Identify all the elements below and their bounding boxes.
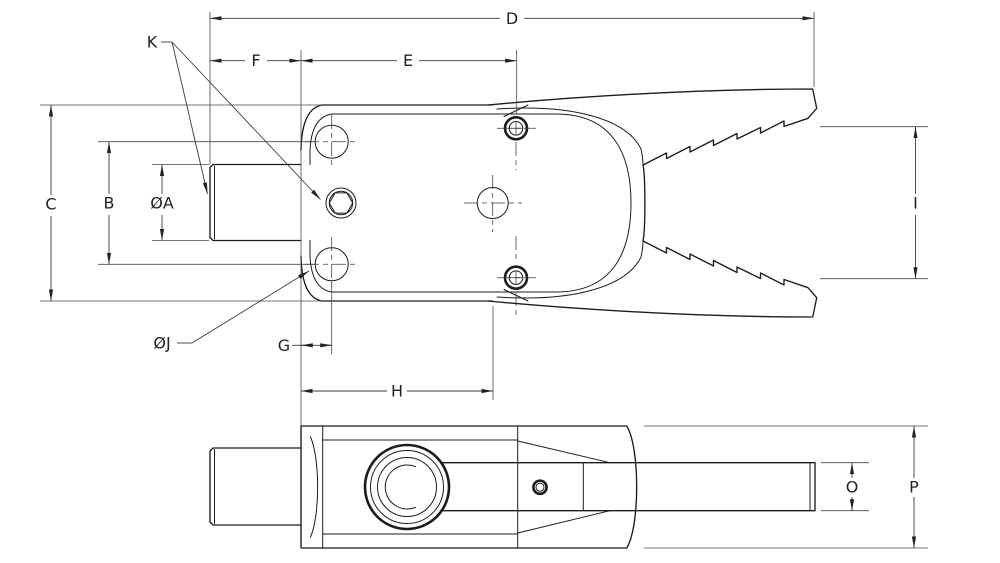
top-view-dimensions: D F E C B ØA I G H xyxy=(40,9,928,430)
dim-label-a-diameter: ØA xyxy=(150,194,174,213)
side-body-taper-lines xyxy=(517,440,611,534)
dim-label-o: O xyxy=(846,478,859,497)
dim-label-g: G xyxy=(278,336,290,355)
stud-outline xyxy=(209,163,302,242)
bottom-jaw-sweep-edge xyxy=(496,240,644,299)
dim-label-b: B xyxy=(104,194,115,213)
dim-label-i: I xyxy=(913,194,918,213)
bar-hole xyxy=(532,479,548,496)
side-extension-lines xyxy=(644,425,928,549)
top-view-centerlines xyxy=(305,115,536,318)
jaw-bar-root-arc xyxy=(384,464,416,510)
dim-label-h: H xyxy=(391,382,403,401)
dim-label-e: E xyxy=(403,51,413,70)
side-body-inner-lines xyxy=(322,439,519,535)
dim-label-d: D xyxy=(506,9,518,28)
top-jaw-sweep-edge xyxy=(496,107,644,166)
top-jaw-pivot-edge xyxy=(503,104,529,117)
side-view-dimensions: O P xyxy=(644,425,928,549)
extension-lines xyxy=(40,12,928,430)
plate-inner-left-arcs xyxy=(309,113,333,293)
dim-label-p: P xyxy=(909,478,919,497)
dim-label-j-diameter: ØJ xyxy=(153,334,170,353)
hex-socket-screw xyxy=(325,187,357,219)
plate-inner-right-arc xyxy=(555,113,632,293)
plate-outer-right-arc xyxy=(642,164,646,242)
jaw-bar-edges xyxy=(440,462,816,512)
dim-label-k: K xyxy=(147,33,158,52)
plate-left-corner-arcs xyxy=(300,104,323,302)
pivot-boss xyxy=(363,443,451,531)
side-body-outline xyxy=(300,425,638,549)
top-jaw-outline xyxy=(487,88,818,166)
side-stud-outline xyxy=(209,447,302,526)
side-body-left-cap-arc xyxy=(310,436,319,538)
side-view-part xyxy=(209,425,816,549)
hex-socket xyxy=(328,192,354,214)
bottom-jaw-outline xyxy=(487,240,818,318)
dim-label-f: F xyxy=(251,51,260,70)
dim-label-c: C xyxy=(45,195,56,214)
